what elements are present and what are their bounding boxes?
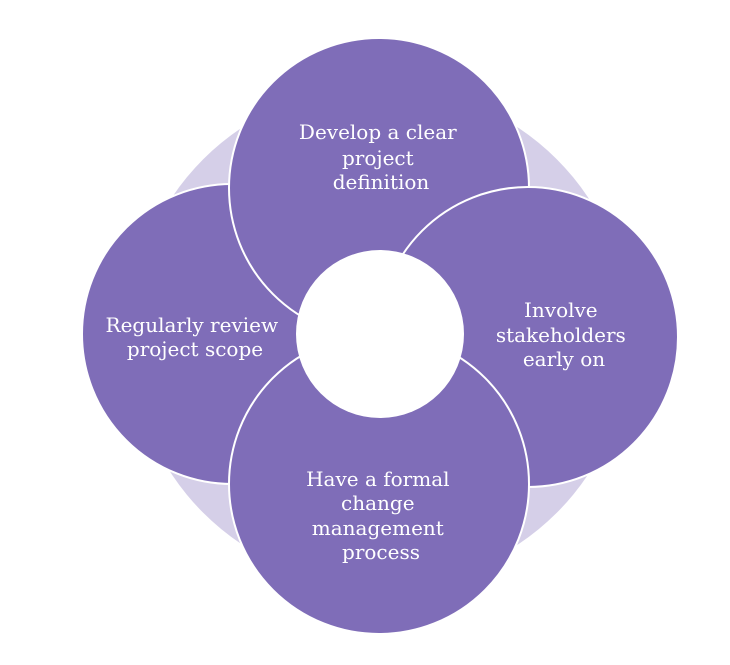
node-bottom-line: management <box>312 516 444 540</box>
center-circle <box>296 250 464 418</box>
node-left-line: project scope <box>127 337 263 361</box>
node-bottom-line: change <box>341 491 415 515</box>
node-bottom-line: process <box>342 540 420 564</box>
node-left-line: Regularly review <box>106 313 279 337</box>
node-left-label: Regularly review project scope <box>106 313 285 361</box>
node-bottom: Have a formal change management process <box>228 333 530 635</box>
node-right-line: Involve <box>524 298 598 322</box>
node-bottom-label: Have a formal change management process <box>306 467 456 564</box>
node-right-line: stakeholders <box>496 323 626 347</box>
node-top-label: Develop a clear project definition <box>299 120 463 194</box>
node-top-line: definition <box>333 170 430 194</box>
node-top-line: project <box>342 146 414 170</box>
node-right-line: early on <box>523 347 605 371</box>
node-bottom-line: Have a formal <box>306 467 449 491</box>
node-right-label: Involve stakeholders early on <box>496 298 632 371</box>
node-top-line: Develop a clear <box>299 120 457 144</box>
